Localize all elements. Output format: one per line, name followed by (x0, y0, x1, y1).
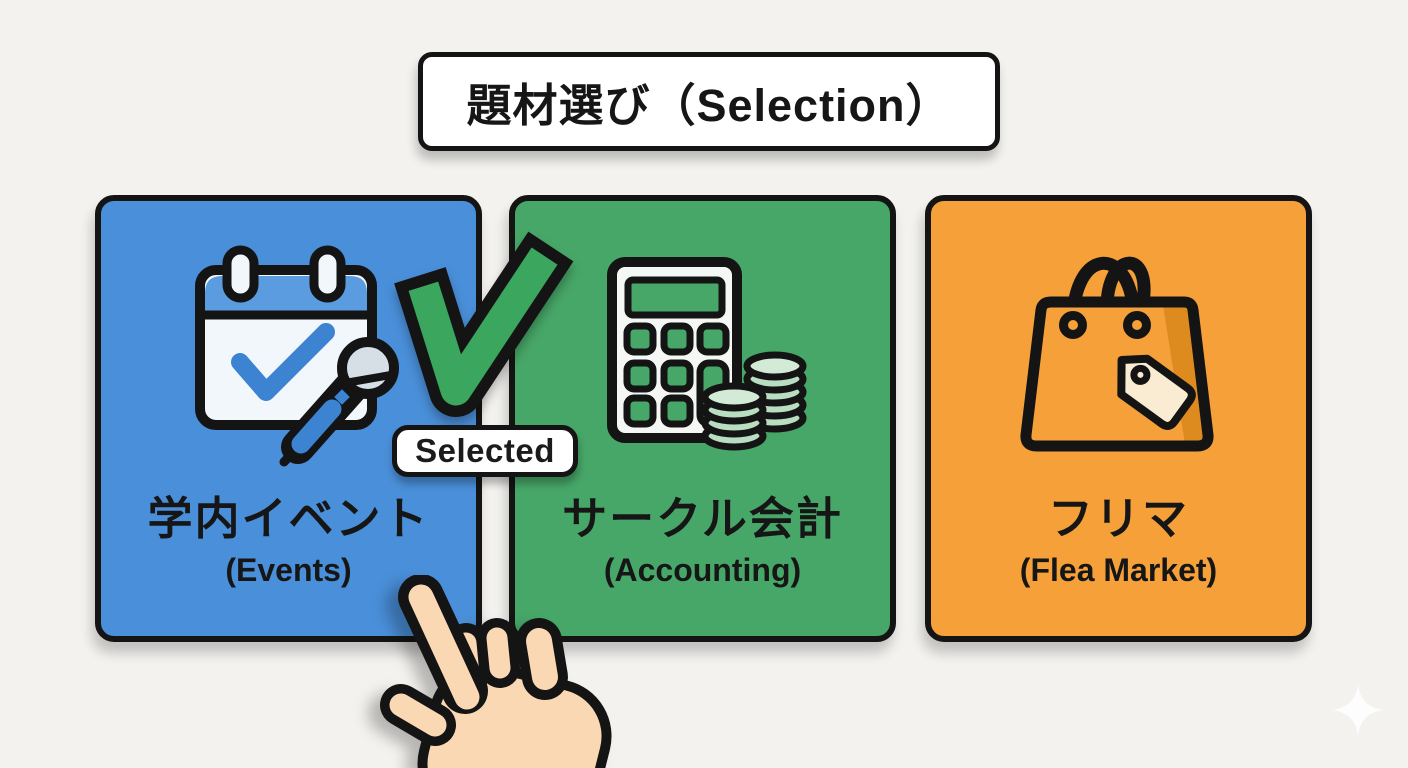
page-title: 題材選び（Selection） (466, 80, 952, 131)
coin-stack-front (701, 382, 767, 451)
microphone-head (337, 337, 399, 399)
card-flea-market[interactable]: フリマ (Flea Market) (925, 195, 1312, 642)
price-tag (1117, 354, 1196, 430)
card-flea-market-label-en: (Flea Market) (1019, 552, 1218, 589)
card-accounting-label-jp: サークル会計 (562, 493, 843, 544)
page-title-box: 題材選び（Selection） (418, 52, 1000, 151)
card-events-label-en: (Events) (225, 552, 352, 589)
card-flea-market-label-jp: フリマ (1047, 493, 1189, 544)
card-accounting-label-en: (Accounting) (603, 552, 802, 589)
card-events-label-jp: 学内イベント (147, 493, 430, 544)
pointing-hand-cursor (380, 575, 612, 768)
microphone-tail (279, 442, 303, 467)
bag-shade-stripe (1163, 305, 1205, 444)
calculator-display (624, 276, 726, 319)
coin-stack-back (743, 351, 807, 433)
bag-body (1025, 302, 1209, 446)
selected-badge-label: Selected (415, 432, 555, 469)
sparkle-icon (1332, 684, 1384, 736)
selected-badge: Selected (392, 425, 578, 477)
selected-checkmark-icon (394, 231, 574, 417)
